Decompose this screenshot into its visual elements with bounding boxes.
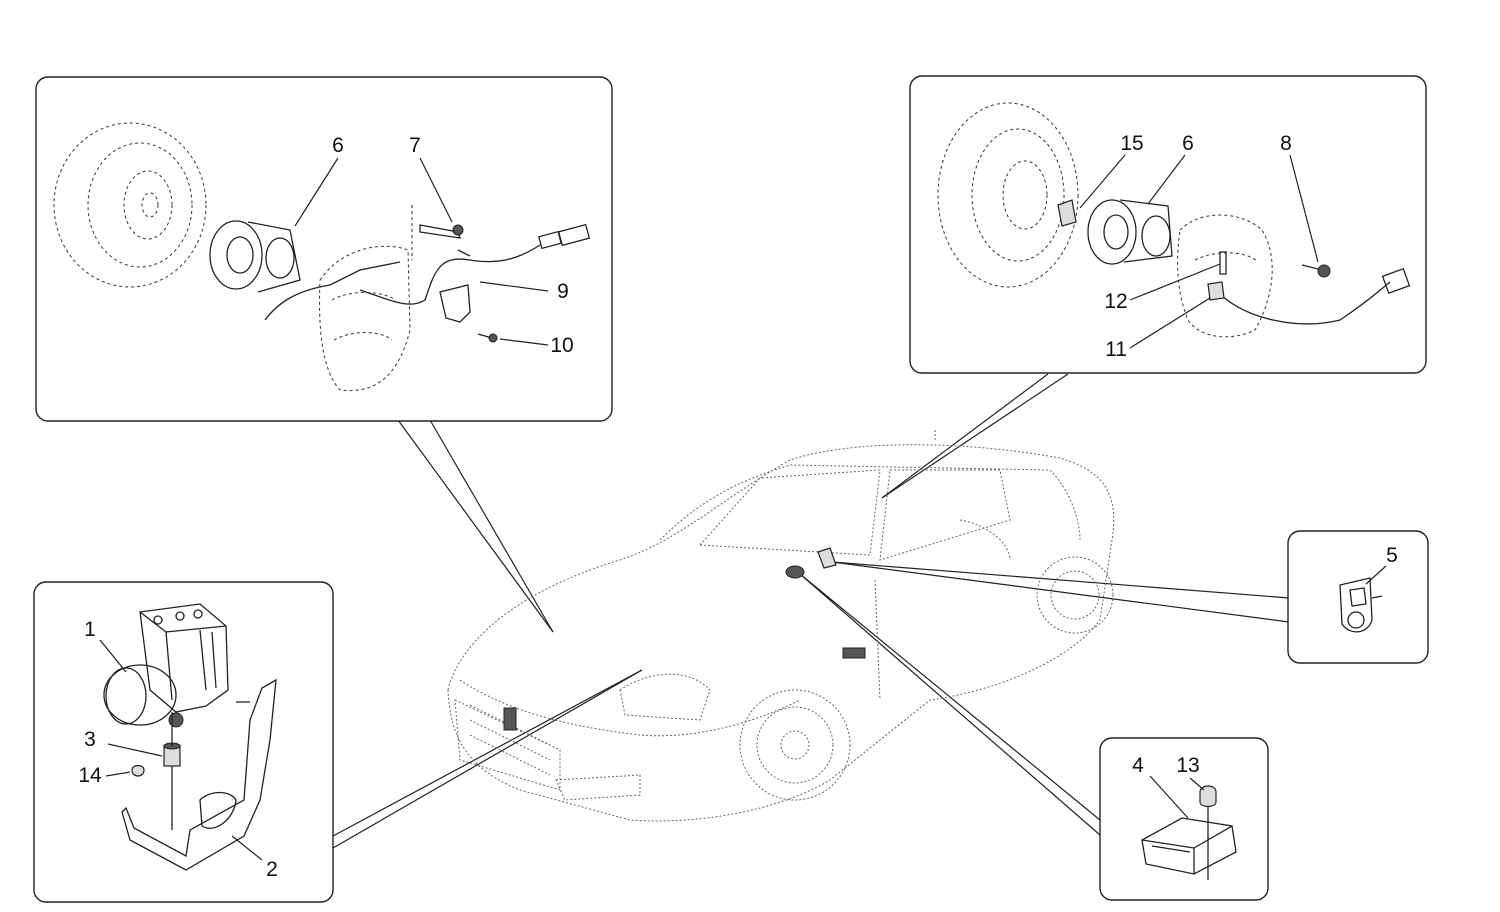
abs-fasteners (131, 712, 184, 830)
callout-1: 1 (84, 618, 96, 641)
brake-disc-front (53, 122, 207, 288)
wheel-speed-sensor-rear (1207, 251, 1411, 325)
callout-9: 9 (557, 280, 569, 303)
yaw-sensor (1141, 785, 1237, 880)
panel-bracket: 5 (1287, 530, 1429, 664)
callout-7: 7 (409, 134, 421, 157)
callout-8: 8 (1280, 132, 1292, 155)
steering-knuckle-front (264, 245, 411, 392)
callout-2: 2 (266, 858, 278, 881)
wheel-speed-sensor-front (359, 205, 591, 343)
panel-front-wheel: 6 7 9 10 (35, 76, 613, 422)
callout-10: 10 (550, 334, 573, 357)
wheel-hub-front (209, 220, 301, 293)
wheel-hub-rear (1057, 199, 1173, 265)
panel-abs-unit: 1 3 14 2 (33, 581, 334, 903)
brake-disc-rear (937, 102, 1079, 288)
sensor-bracket (1339, 577, 1383, 633)
callout-6-front: 6 (332, 134, 344, 157)
callout-3: 3 (84, 728, 96, 751)
abs-modulator (103, 603, 229, 726)
callout-6-rear: 6 (1182, 132, 1194, 155)
panel-sensor-unit: 4 13 (1099, 737, 1269, 901)
callout-15: 15 (1120, 132, 1143, 155)
callout-12: 12 (1104, 290, 1127, 313)
callout-14: 14 (78, 764, 102, 787)
callout-13: 13 (1176, 754, 1199, 777)
car-outline (447, 430, 1115, 822)
callout-4: 4 (1132, 754, 1144, 777)
panel-rear-wheel: 15 6 8 12 11 (909, 75, 1427, 374)
abs-bracket (121, 678, 277, 871)
callout-5: 5 (1386, 544, 1398, 567)
rear-knuckle (1177, 214, 1273, 338)
callout-11: 11 (1105, 338, 1127, 361)
